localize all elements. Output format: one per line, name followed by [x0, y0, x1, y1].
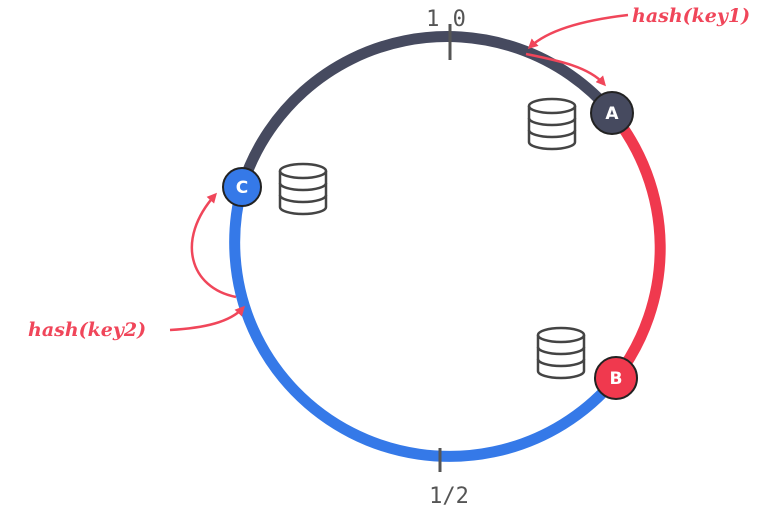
bottom-label: 1/2 [429, 484, 469, 509]
ring-arc-c-to-a [236, 31, 617, 189]
key2-to-node-arrow [190, 192, 237, 299]
hash-ring [229, 31, 666, 462]
key1-to-node-arrow [525, 52, 606, 87]
ring-arc-b-to-c [229, 185, 621, 462]
key1-pointer-arrow [527, 13, 629, 50]
database-icon [278, 162, 328, 216]
top-label: 1 0 [426, 7, 466, 32]
node-a-label: A [605, 104, 619, 124]
database-icon [527, 97, 577, 151]
database-icon [536, 326, 586, 380]
node-c-label: C [236, 178, 248, 198]
key1-label: hash(key1) [632, 5, 750, 27]
node-b-label: B [610, 369, 623, 389]
node-c: C [222, 167, 262, 207]
ring-arc-a-to-b [607, 109, 666, 382]
node-a: A [590, 91, 634, 135]
node-b: B [594, 356, 638, 400]
key2-label: hash(key2) [28, 319, 146, 341]
key2-pointer-arrow [169, 305, 246, 332]
